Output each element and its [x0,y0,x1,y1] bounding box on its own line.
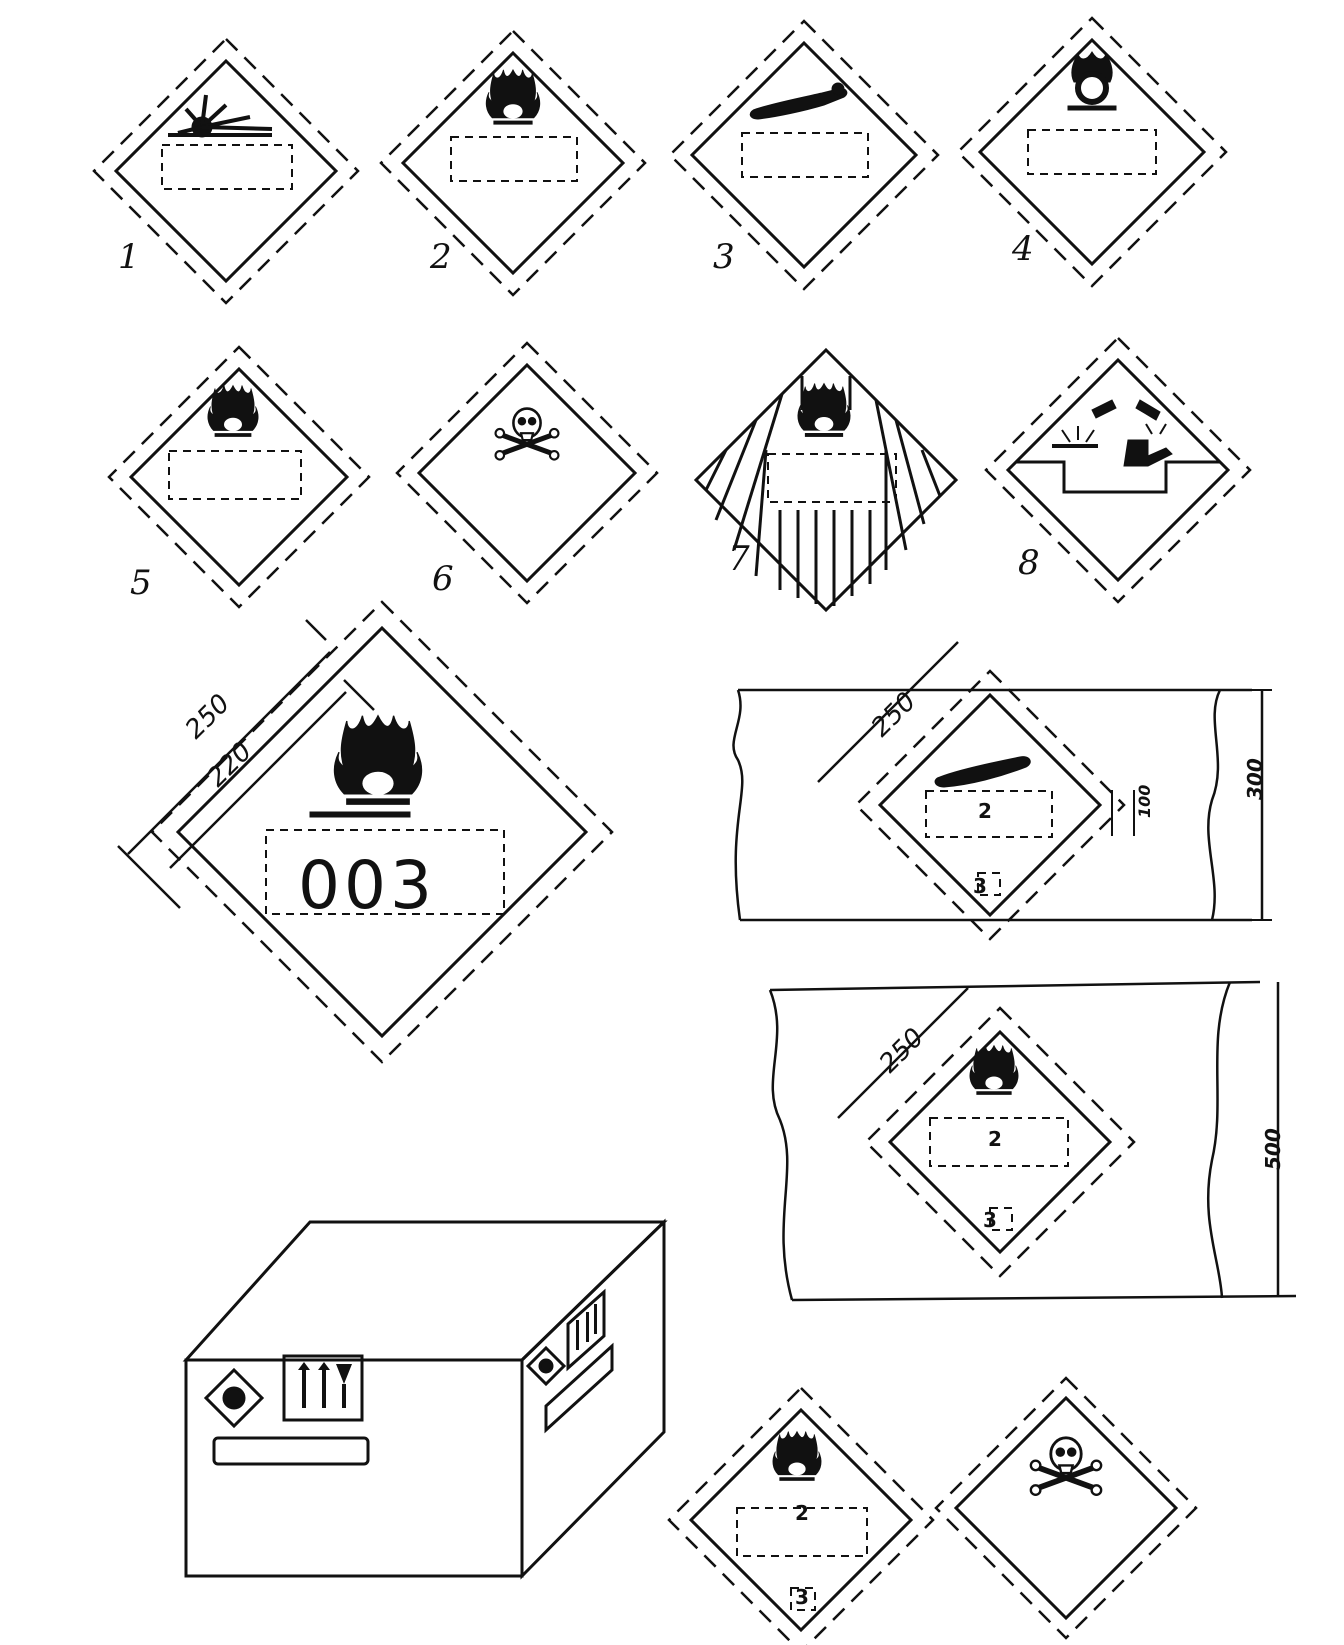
hazard-sign-5 [107,345,371,609]
sub-number-top: 3 [973,874,987,898]
sign-number-5: 5 [130,563,152,603]
class-number-bottom-panel: 2 [988,1127,1002,1151]
container-panel-500 [768,980,1297,1302]
sub-number-bottom-panel: 3 [983,1208,997,1232]
hazard-sign-2 [379,29,647,297]
handling-marks-side [566,1288,606,1372]
class-number-top: 2 [978,799,992,823]
sign-number-7: 7 [728,539,750,579]
large-dimensioned-sign [150,600,614,1064]
gas-cylinder-icon [749,82,848,120]
flame-icon [485,69,541,125]
container-panel-300 [732,641,1272,941]
dim-250-top-panel: 250 [866,687,922,743]
dim-500: 500 [1261,1128,1285,1170]
sub-number-bottom: 3 [795,1585,809,1609]
sign-number-4: 4 [1011,229,1034,269]
hazard-sign-7 [693,347,959,613]
sign-number-3: 3 [713,237,735,277]
bottom-flammable-sign [667,1386,935,1645]
un-code-003: 003 [298,847,436,924]
hazard-sign-3 [668,19,940,291]
dim-250-bottom-panel: 250 [874,1023,930,1079]
handling-marks-front [282,1354,364,1422]
sign-number-6: 6 [432,559,454,599]
skull-crossbones-icon [496,409,559,460]
flame-icon [772,1431,822,1481]
gas-cylinder-icon [934,756,1031,788]
hazard-sign-8 [984,336,1252,604]
dim-250-large: 250 [180,689,236,745]
sign-number-8: 8 [1018,543,1040,583]
hazard-sign-1 [92,37,360,305]
dim-220-large: 220 [202,737,258,793]
flame-icon [333,715,423,805]
flame-icon [969,1045,1019,1095]
sign-number-1: 1 [118,237,140,277]
class-number-bottom: 2 [795,1501,809,1525]
flame-icon [207,385,259,437]
hazard-sign-4 [956,16,1228,288]
skull-crossbones-icon [1031,1438,1101,1495]
dimension-lines-large [117,619,375,909]
dim-100: 100 [1135,785,1154,818]
package-box-illustration [182,1218,668,1580]
explosion-icon [168,94,273,138]
bottom-toxic-sign [934,1376,1198,1640]
flame-icon [797,383,851,437]
sign-number-2: 2 [429,237,452,277]
flame-over-circle-icon [1067,51,1117,111]
hazard-sign-6 [395,341,659,605]
small-hazard-sign-front [203,1367,265,1429]
corrosion-icon [1052,399,1173,467]
dim-300: 300 [1243,758,1267,800]
